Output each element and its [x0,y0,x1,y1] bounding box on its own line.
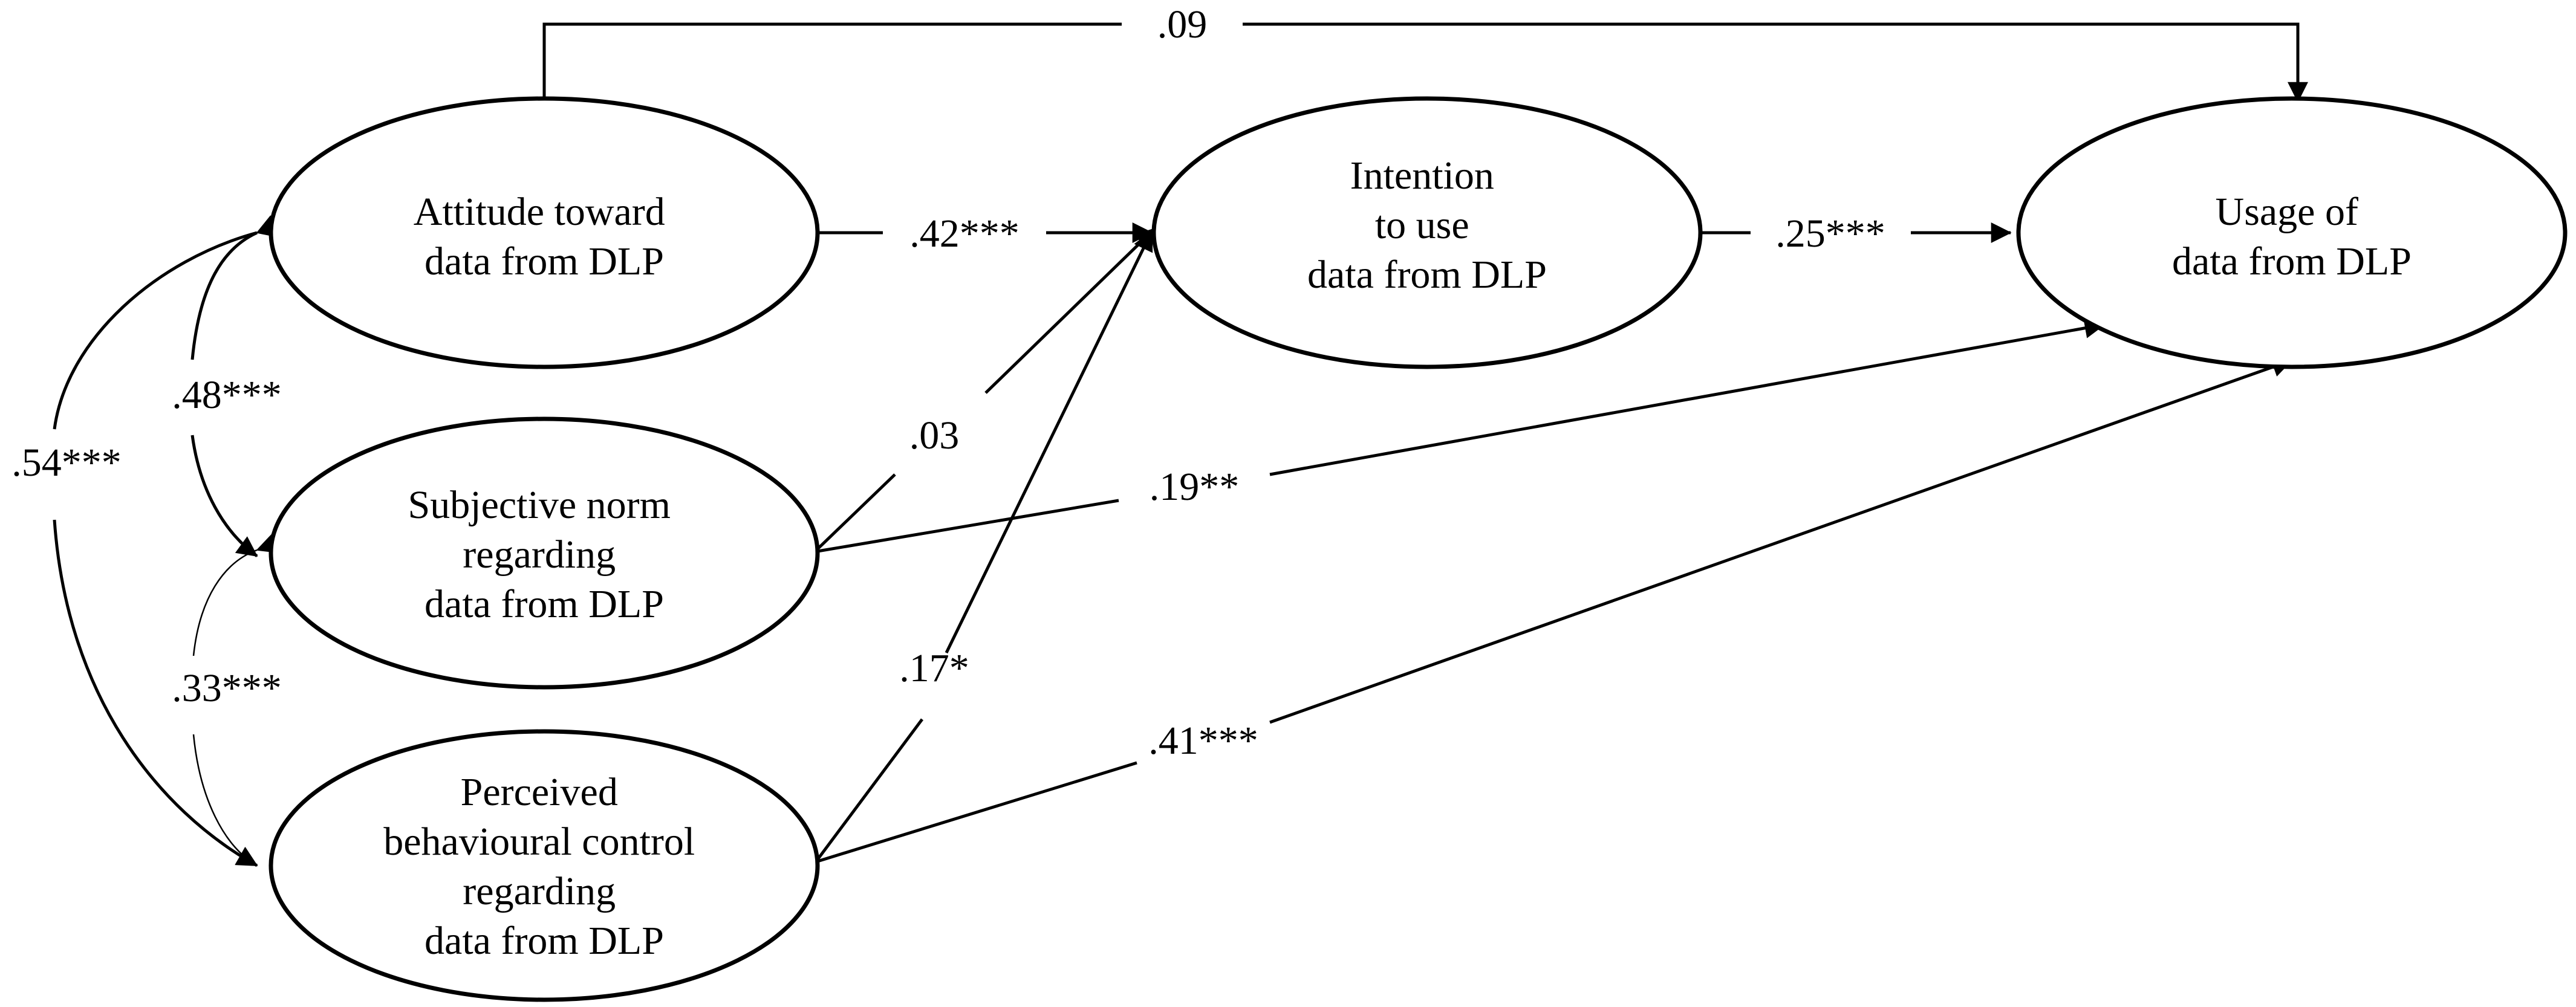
coef-pbc-to-intention: .17* [899,646,969,690]
path-pbc-to-intention [816,231,1152,861]
node-intention-line-1: Intention [1350,154,1494,198]
node-usage: Usage of data from DLP [2016,96,2568,369]
path-pbc-to-usage [817,360,2292,863]
node-subjective-norm-line-2: regarding [463,533,616,577]
coef-attitude-pbc: .54*** [11,441,122,485]
correlation-attitude-pbc [53,233,257,866]
node-attitude-line-2: data from DLP [424,239,664,283]
node-usage-line-2: data from DLP [2172,239,2412,283]
node-intention: Intention to use data from DLP [1151,96,1703,369]
node-usage-line-1: Usage of [2216,190,2358,234]
node-attitude: Attitude toward data from DLP [268,96,820,369]
node-intention-line-2: to use [1375,203,1469,247]
svg-text:Attitude toward data fro: Attitude toward data from DLP [414,190,675,283]
coef-pbc-to-usage: .41*** [1148,719,1258,763]
node-subjective-norm-line-3: data from DLP [424,582,664,626]
svg-text:Subjective norm regardin: Subjective norm regarding data from DLP [408,483,681,626]
coef-intention-to-usage: .25*** [1775,212,1885,256]
node-intention-line-3: data from DLP [1307,253,1547,297]
node-pbc: Perceived behavioural control regarding … [268,729,820,1002]
path-subjective-norm-to-usage [817,325,2104,553]
coef-subjective-norm-to-intention: .03 [909,413,960,458]
path-attitude-to-usage [542,22,2298,102]
node-pbc-line-4: data from DLP [424,919,664,963]
node-pbc-line-3: regarding [463,869,616,913]
coef-attitude-subjective-norm: .48*** [172,373,282,417]
svg-text:Usage of data from DLP: Usage of data from DLP [2172,190,2412,283]
path-subjective-norm-to-intention [812,228,1155,554]
correlation-subjective-norm-pbc [192,550,257,866]
svg-text:Perceived behavioural co: Perceived behavioural control regarding … [383,770,704,963]
coef-subjective-norm-pbc: .33*** [172,666,282,710]
node-subjective-norm: Subjective norm regarding data from DLP [268,416,820,690]
svg-text:Intention to use d: Intention to use data from DLP [1307,154,1547,297]
node-pbc-line-2: behavioural control [383,820,695,864]
coef-attitude-to-intention: .42*** [909,212,1020,256]
node-subjective-norm-line-1: Subjective norm [408,483,671,527]
coef-attitude-to-usage: .09 [1157,2,1208,47]
node-pbc-line-1: Perceived [461,770,618,814]
node-attitude-line-1: Attitude toward [414,190,665,234]
coef-subjective-norm-to-usage: .19** [1150,465,1240,509]
